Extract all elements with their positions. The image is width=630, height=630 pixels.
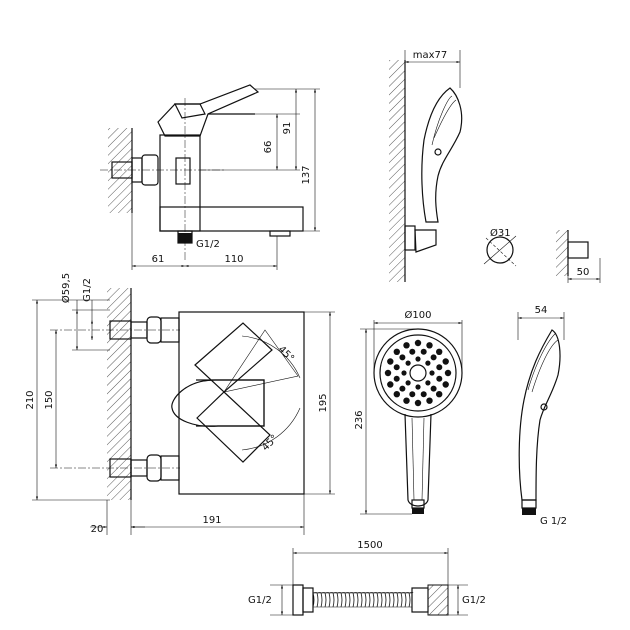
hose-winding — [340, 592, 346, 608]
hose-winding — [316, 592, 322, 608]
shower-hose: 1500 G1/2 G1/2 — [248, 540, 486, 616]
dim-110: 110 — [224, 254, 243, 265]
hose-body — [312, 592, 414, 608]
spray-nozzle — [399, 354, 406, 361]
hose-winding — [360, 592, 366, 608]
spray-nozzle — [444, 369, 452, 377]
dim-54: 54 — [535, 305, 548, 316]
wall-hatch — [389, 60, 405, 282]
spray-nozzle — [436, 348, 443, 355]
hose-winding — [368, 592, 374, 608]
spray-nozzle — [436, 364, 443, 371]
spray-nozzle — [442, 358, 449, 365]
hose-winding — [392, 592, 398, 608]
dim-50: 50 — [577, 267, 590, 278]
spray-nozzle — [436, 391, 443, 398]
hose-winding — [344, 592, 350, 608]
hose-winding — [404, 592, 410, 608]
dim-91: 91 — [282, 122, 293, 135]
spray-nozzle — [387, 381, 394, 388]
spray-nozzle — [430, 354, 437, 361]
hose-nut-hatch — [427, 584, 449, 616]
spray-nozzle — [387, 358, 394, 365]
spray-nozzle — [393, 375, 400, 382]
spray-nozzle — [393, 348, 400, 355]
spray-nozzle — [420, 391, 427, 398]
hose-winding — [356, 592, 362, 608]
spray-nozzle — [393, 391, 400, 398]
dim-150: 150 — [44, 390, 55, 409]
thread-label: G1/2 — [196, 239, 220, 250]
hose-winding — [400, 592, 406, 608]
hose-winding — [332, 592, 338, 608]
spray-nozzles — [384, 339, 452, 407]
mixer-front-view: 45° 45° 210 150 Ø59,5 G1/2 195 20 191 — [25, 273, 335, 535]
spray-nozzle — [442, 381, 449, 388]
hose-winding — [324, 592, 330, 608]
spray-nozzle — [409, 348, 416, 355]
thread-label: G 1/2 — [540, 516, 567, 527]
dim-1500: 1500 — [357, 540, 382, 551]
spray-nozzle — [420, 348, 427, 355]
spray-nozzle — [405, 360, 411, 366]
dim-191: 191 — [202, 515, 221, 526]
shower-head-side: 54 G 1/2 — [517, 305, 567, 527]
spray-nozzle — [426, 397, 433, 404]
hose-winding — [336, 592, 342, 608]
hose-winding — [388, 592, 394, 608]
spray-nozzle — [403, 397, 410, 404]
hose-winding — [372, 592, 378, 608]
dim-max77: max77 — [413, 50, 448, 61]
spray-nozzle — [414, 399, 422, 407]
shower-head-front: Ø100 236 — [354, 309, 463, 515]
spray-nozzle — [436, 375, 443, 382]
holder-wall-hatch — [556, 230, 568, 276]
spray-nozzle — [430, 385, 437, 392]
spray-nozzle — [393, 364, 400, 371]
dim-210: 210 — [25, 390, 36, 409]
dim-20: 20 — [91, 524, 104, 535]
spray-nozzle — [415, 356, 421, 362]
spray-nozzle — [429, 370, 435, 376]
holder-detail: Ø31 50 — [483, 227, 601, 283]
hand-shower-wall-side: max77 — [389, 50, 463, 282]
spray-nozzle — [415, 384, 421, 390]
spray-nozzle — [425, 380, 431, 386]
hose-winding — [376, 592, 382, 608]
angle-bottom-label: 45° — [260, 433, 280, 453]
wall-hatch — [107, 288, 131, 500]
angle-top-label: 45° — [276, 344, 296, 364]
spray-nozzle — [409, 391, 416, 398]
dim-61: 61 — [152, 254, 165, 265]
spray-nozzle — [399, 385, 406, 392]
spray-nozzle — [403, 342, 410, 349]
dim-137: 137 — [301, 165, 312, 184]
thread-right-label: G1/2 — [462, 595, 486, 606]
dim-195: 195 — [318, 393, 329, 412]
spray-nozzle — [414, 339, 422, 347]
spray-nozzle — [426, 342, 433, 349]
spray-nozzle — [384, 369, 392, 377]
hose-winding — [384, 592, 390, 608]
hose-winding — [380, 592, 386, 608]
hose-winding — [364, 592, 370, 608]
dim-236: 236 — [354, 410, 365, 429]
mixer-top-view: 66 91 137 61 110 G1/2 — [100, 84, 320, 270]
hose-winding — [320, 592, 326, 608]
spray-nozzle — [401, 370, 407, 376]
hose-winding — [396, 592, 402, 608]
thread-left-label: G1/2 — [248, 595, 272, 606]
hose-winding — [328, 592, 334, 608]
dim-g12: G1/2 — [82, 278, 93, 302]
dim-diam-31: Ø31 — [490, 227, 511, 239]
spray-nozzle — [405, 380, 411, 386]
hose-winding — [348, 592, 354, 608]
dim-diam-100: Ø100 — [405, 309, 432, 321]
hose-winding — [312, 592, 318, 608]
dim-66: 66 — [263, 141, 274, 154]
hose-winding — [352, 592, 358, 608]
spray-nozzle — [425, 360, 431, 366]
dim-diam-59-5: Ø59,5 — [60, 273, 72, 303]
